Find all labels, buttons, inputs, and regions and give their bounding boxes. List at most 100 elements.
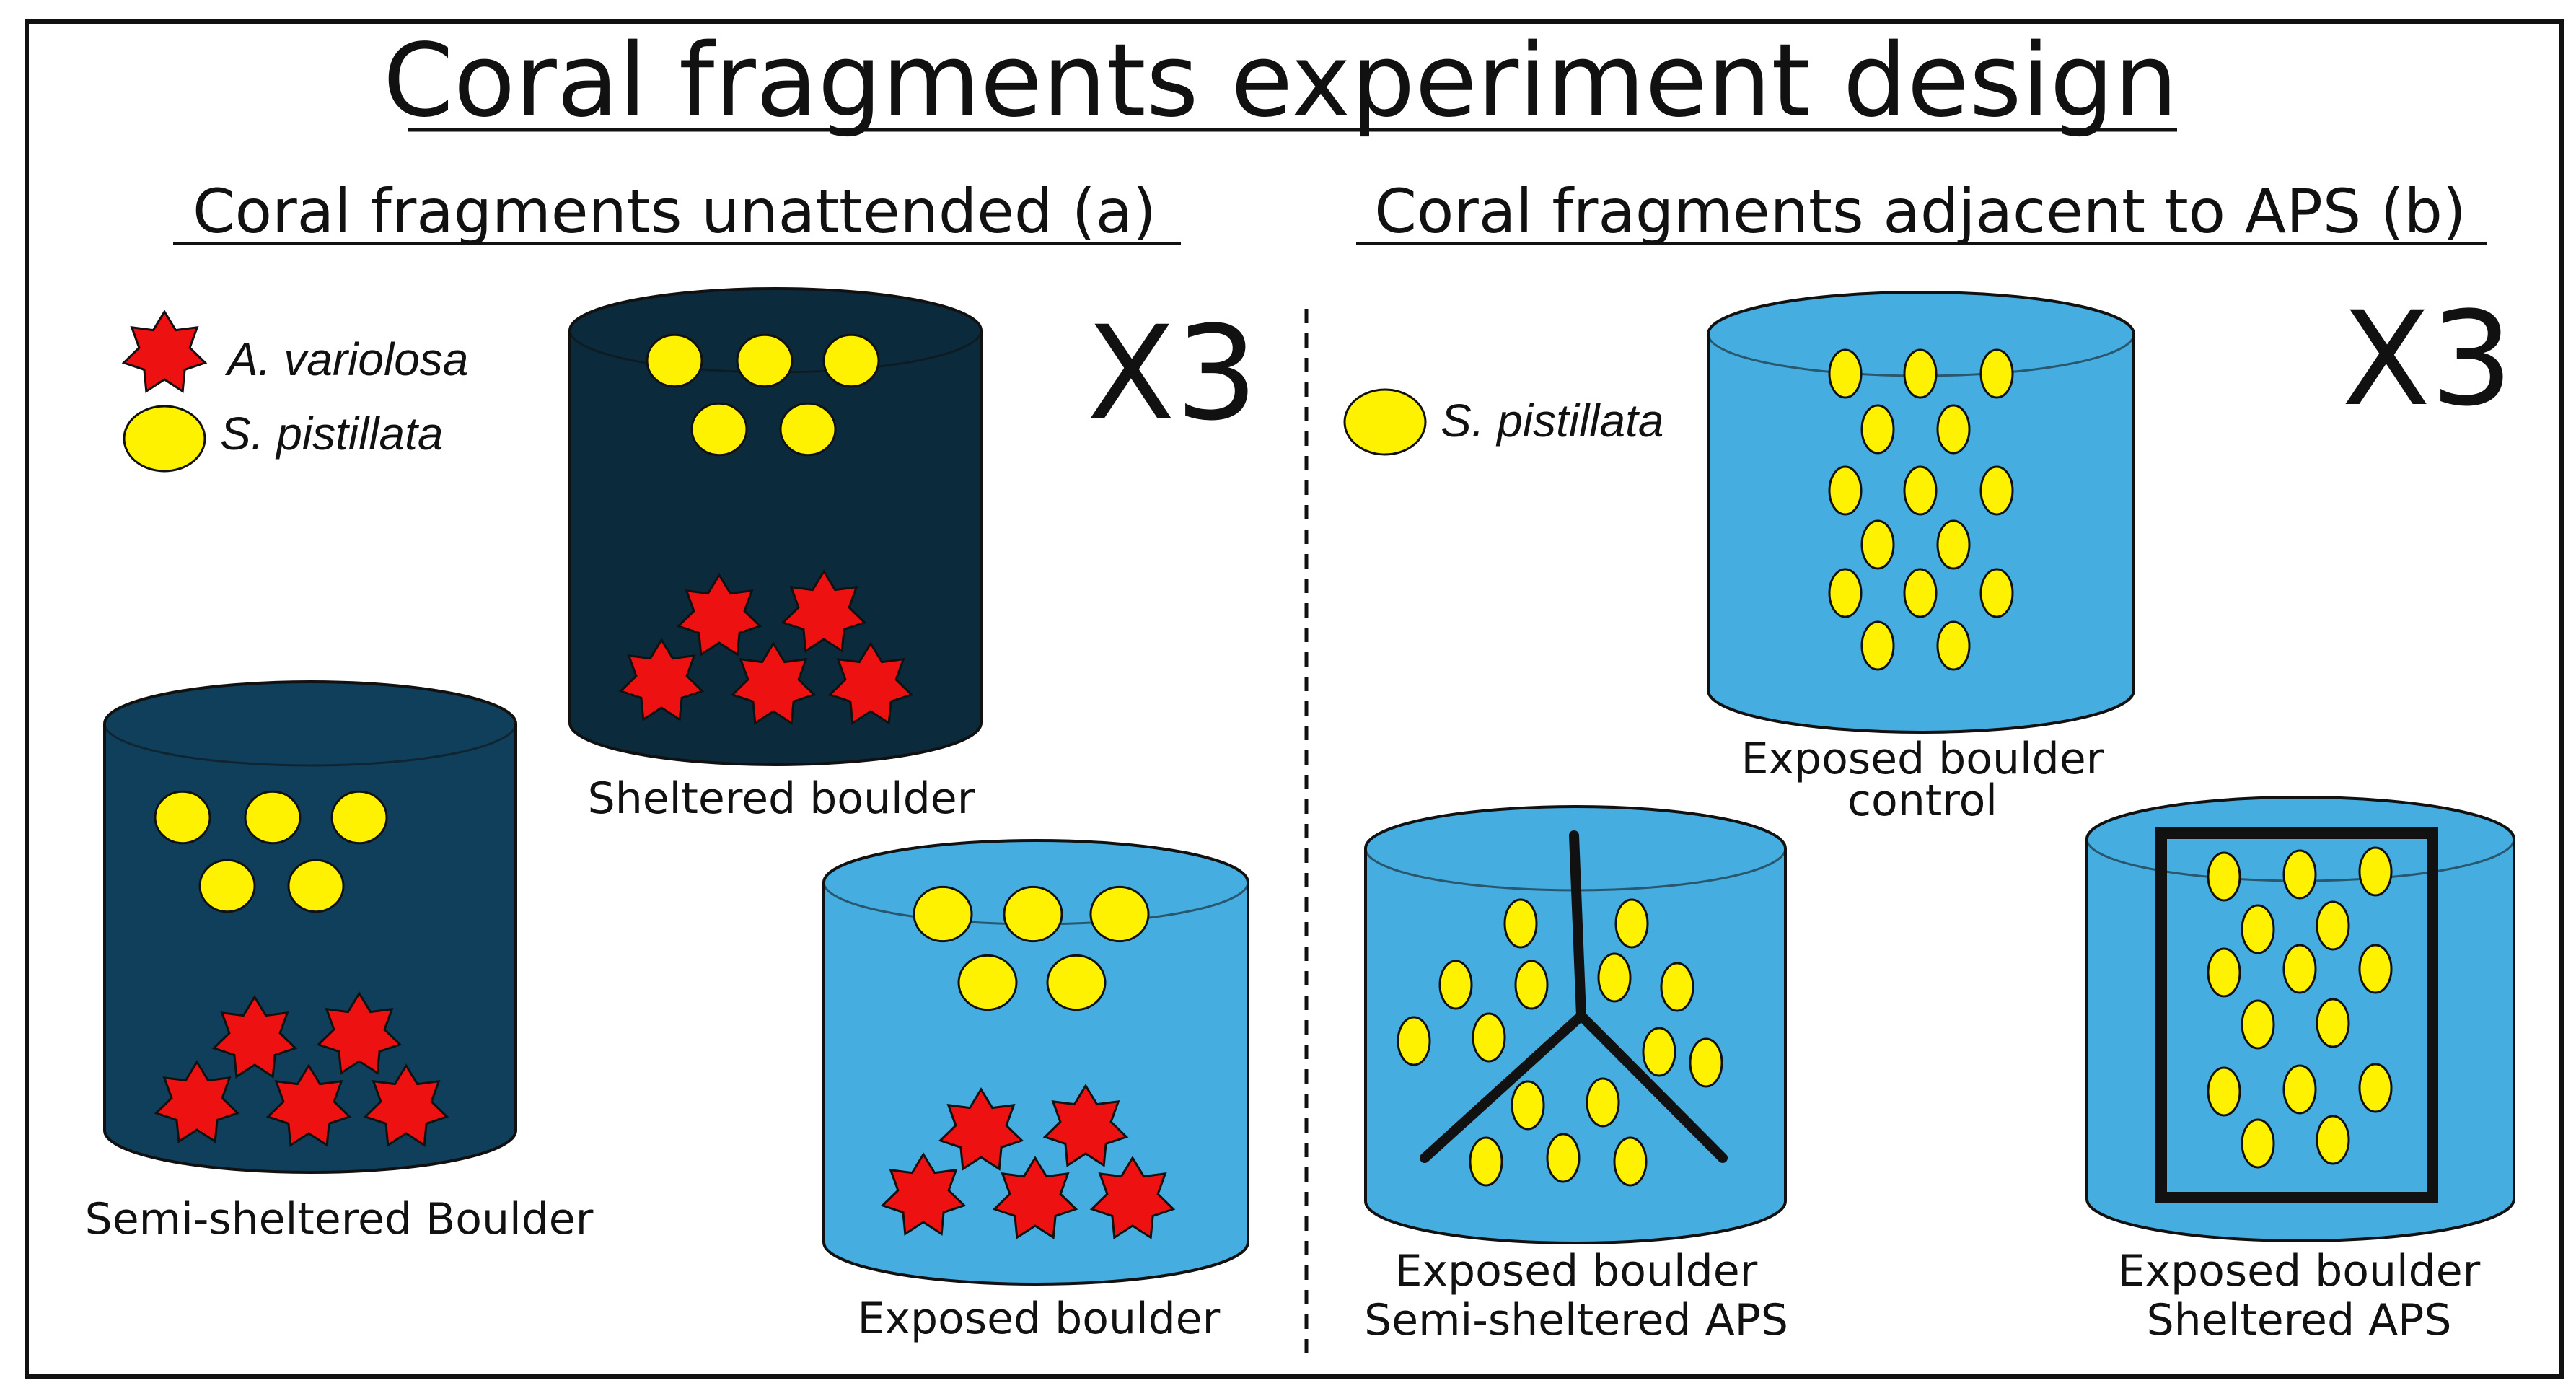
s-pistillata-fragment [2282, 1064, 2317, 1115]
s-pistillata-fragment [1503, 898, 1538, 949]
s-pistillata-fragment [1828, 568, 1863, 618]
a-variolosa-fragment [992, 1156, 1078, 1239]
s-pistillata-fragment [779, 402, 837, 457]
s-pistillata-fragment [287, 859, 345, 913]
figure-border [25, 19, 2564, 1379]
s-pistillata-fragment [1046, 954, 1107, 1011]
s-pistillata-fragment [1003, 885, 1063, 943]
a-variolosa-fragment [880, 1152, 967, 1236]
s-pistillata-fragment [1469, 1136, 1503, 1187]
s-pistillata-fragment [1546, 1133, 1581, 1183]
legend-b-pistillata-label: S. pistillata [1441, 395, 1663, 447]
s-pistillata-fragment [1860, 620, 1895, 671]
s-pistillata-fragment [1860, 519, 1895, 570]
a-variolosa-fragment [363, 1063, 449, 1147]
s-pistillata-fragment [1936, 620, 1971, 671]
s-pistillata-fragment [1397, 1016, 1431, 1066]
s-pistillata-fragment [1613, 1136, 1648, 1187]
s-pistillata-fragment [2358, 944, 2393, 994]
s-pistillata-fragment [1514, 960, 1549, 1010]
figure-title: Coral fragments experiment design [383, 22, 2178, 140]
s-pistillata-fragment [2241, 999, 2275, 1050]
s-pistillata-fragment [690, 402, 748, 457]
s-pistillata-fragment [1828, 348, 1863, 399]
a-variolosa-fragment [316, 991, 403, 1075]
s-pistillata-fragment [1586, 1077, 1620, 1128]
yellow-oval-icon [1343, 388, 1427, 456]
s-pistillata-fragment [2207, 947, 2241, 998]
s-pistillata-fragment [1860, 404, 1895, 455]
s-pistillata-fragment [1828, 465, 1863, 516]
s-pistillata-fragment [1979, 568, 2014, 618]
s-pistillata-fragment [1979, 348, 2014, 399]
a-variolosa-fragment [1089, 1156, 1176, 1239]
s-pistillata-fragment [1936, 404, 1971, 455]
red-star-icon [121, 310, 208, 393]
s-pistillata-fragment [154, 790, 211, 845]
red-star-icon [121, 310, 208, 393]
a-variolosa-fragment [781, 569, 867, 653]
s-pistillata-fragment [1511, 1080, 1545, 1131]
a-variolosa-fragment [618, 638, 705, 721]
s-pistillata-fragment [2241, 1118, 2275, 1169]
a-variolosa-fragment [827, 641, 914, 725]
control-label-line1: Exposed boulder [1741, 734, 2104, 784]
s-pistillata-fragment [244, 790, 302, 845]
a-variolosa-fragment [265, 1063, 352, 1147]
s-pistillata-fragment [2282, 849, 2317, 900]
semi-sheltered-aps-structure [1420, 830, 1728, 1163]
a-variolosa-fragment [730, 641, 817, 725]
s-pistillata-fragment [1597, 952, 1632, 1003]
yellow-oval-icon [123, 405, 206, 473]
panel-a-heading: Coral fragments unattended (a) [193, 176, 1156, 247]
a-variolosa-fragment [211, 995, 298, 1079]
panel-a-replicates: X3 [1086, 299, 1258, 449]
s-pistillata-fragment [1689, 1037, 1723, 1088]
s-pistillata-fragment [736, 333, 794, 388]
panel-b-replicates: X3 [2342, 284, 2513, 435]
control-label-line2: control [1847, 776, 1997, 826]
a-variolosa-fragment [676, 573, 762, 657]
s-pistillata-fragment [2207, 851, 2241, 902]
legend-a-pistillata-label: S. pistillata [220, 408, 443, 460]
s-pistillata-fragment [1903, 568, 1938, 618]
s-pistillata-fragment [1936, 519, 1971, 570]
s-pistillata-fragment [1614, 898, 1649, 949]
exposed-boulder-label: Exposed boulder [858, 1294, 1221, 1344]
sheltered-aps-structure [2155, 827, 2438, 1203]
a-variolosa-fragment [1042, 1084, 1129, 1167]
s-pistillata-fragment [957, 954, 1018, 1011]
a-variolosa-fragment [154, 1060, 240, 1143]
s-pistillata-fragment [1979, 465, 2014, 516]
s-pistillata-fragment [198, 859, 256, 913]
panel-b-heading: Coral fragments adjacent to APS (b) [1374, 176, 2466, 247]
s-pistillata-fragment [1660, 962, 1694, 1012]
s-pistillata-fragment [330, 790, 388, 845]
s-pistillata-fragment [2358, 1063, 2393, 1113]
s-pistillata-fragment [822, 333, 880, 388]
s-pistillata-fragment [2241, 904, 2275, 954]
s-pistillata-fragment [1472, 1012, 1506, 1063]
s-pistillata-fragment [1438, 960, 1473, 1010]
s-pistillata-fragment [2316, 900, 2350, 951]
semi-aps-label-line2: Semi-sheltered APS [1364, 1295, 1788, 1345]
sheltered-boulder-label: Sheltered boulder [588, 773, 975, 824]
semi-aps-label-line1: Exposed boulder [1395, 1246, 1758, 1296]
s-pistillata-fragment [1903, 465, 1938, 516]
sheltered-aps-label-line2: Sheltered APS [2147, 1295, 2452, 1345]
s-pistillata-fragment [2316, 998, 2350, 1048]
s-pistillata-fragment [2282, 944, 2317, 994]
s-pistillata-fragment [1903, 348, 1938, 399]
legend-a-variolosa-label: A. variolosa [224, 333, 468, 385]
s-pistillata-fragment [2358, 846, 2393, 897]
s-pistillata-fragment [646, 333, 703, 388]
semi-sheltered-boulder-label: Semi-sheltered Boulder [85, 1194, 594, 1244]
s-pistillata-fragment [1642, 1027, 1676, 1077]
sheltered-aps-label-line1: Exposed boulder [2118, 1246, 2481, 1296]
sheltered-boulder [568, 287, 983, 766]
s-pistillata-fragment [913, 885, 973, 943]
coral-fragments [154, 333, 2393, 1239]
a-variolosa-fragment [938, 1087, 1024, 1171]
